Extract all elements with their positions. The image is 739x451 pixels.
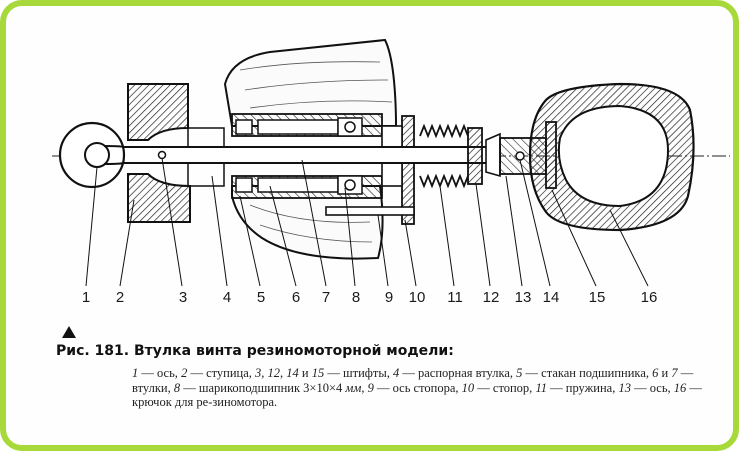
- part-label-12: 12: [482, 289, 500, 306]
- spring-upper: [419, 123, 469, 139]
- coupling: [485, 132, 501, 178]
- caption-num: 3, 12, 14: [255, 366, 299, 380]
- part-label-4: 4: [222, 289, 232, 306]
- caption-text: — ступица,: [187, 366, 256, 380]
- caption-text: — распорная втулка,: [399, 366, 517, 380]
- part-label-16: 16: [640, 289, 658, 306]
- figure-caption: 1 — ось, 2 — ступица, 3, 12, 14 и 15 — ш…: [132, 366, 722, 410]
- part-label-1: 1: [81, 289, 91, 306]
- caption-text: и: [658, 366, 672, 380]
- part-label-2: 2: [115, 289, 125, 306]
- caption-num: 13: [618, 380, 631, 395]
- stopper-axle: [325, 206, 415, 216]
- part-label-5: 5: [256, 289, 266, 306]
- caption-text: — крючок для ре-зиномотора.: [132, 380, 702, 410]
- pin-3: [157, 150, 167, 160]
- caption-text: — шарикоподшипник 3×10×4: [180, 380, 346, 395]
- part-label-9: 9: [384, 289, 394, 306]
- caption-num: 10: [461, 380, 475, 395]
- caption-num: 4: [392, 366, 400, 380]
- ball-bearing-lower: [337, 175, 363, 195]
- caption-num: 5: [516, 366, 523, 380]
- main-shaft: [119, 146, 501, 164]
- caption-text: — штифты,: [324, 366, 393, 380]
- part-label-8: 8: [351, 289, 361, 306]
- part-label-15: 15: [588, 289, 606, 306]
- caption-text: — стопор,: [474, 380, 536, 395]
- part-label-3: 3: [178, 289, 188, 306]
- part-label-13: 13: [514, 289, 532, 306]
- hook-inner: [557, 104, 670, 208]
- caption-num: 11: [535, 380, 548, 395]
- caption-text: — ось стопора,: [373, 380, 462, 395]
- caption-num: мм: [345, 380, 362, 395]
- figure-title: Рис. 181. Втулка винта резиномоторной мо…: [56, 343, 454, 359]
- ball-bearing-upper: [337, 117, 363, 137]
- part-label-14: 14: [542, 289, 560, 306]
- caption-num: 6: [652, 366, 659, 380]
- triangle-marker-icon: [62, 326, 76, 338]
- spring-lower: [419, 173, 469, 189]
- caption-text: и: [298, 366, 312, 380]
- caption-text: — стакан подшипника,: [522, 366, 653, 380]
- caption-num: 15: [311, 366, 325, 380]
- caption-text: — пружина,: [547, 380, 619, 395]
- washer-12: [467, 127, 483, 185]
- hub-upper: [127, 83, 189, 141]
- caption-text: — ось,: [630, 380, 674, 395]
- caption-num: 2: [181, 366, 188, 380]
- part-label-7: 7: [321, 289, 331, 306]
- caption-text: — втулки,: [132, 366, 694, 395]
- part-label-10: 10: [408, 289, 426, 306]
- part-label-11: 11: [447, 289, 463, 306]
- caption-num: 9: [367, 380, 374, 395]
- part-label-6: 6: [291, 289, 301, 306]
- caption-num: 1: [132, 366, 139, 380]
- propeller-body-lower: [231, 185, 384, 260]
- caption-text: — ось,: [138, 366, 182, 380]
- caption-num: 7: [671, 366, 678, 380]
- hub-lower: [127, 173, 191, 223]
- caption-num: 16: [673, 380, 687, 395]
- caption-text: ,: [361, 380, 368, 395]
- caption-unit: 8: [173, 380, 181, 395]
